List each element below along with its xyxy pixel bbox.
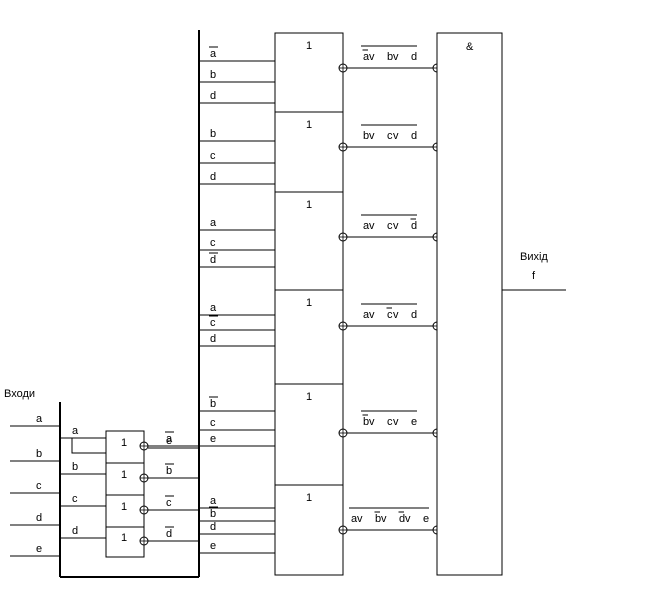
or-gate-5 (274, 484, 344, 576)
or-gate-input-label: b (210, 69, 216, 81)
or-gate-input-label: c (210, 317, 216, 329)
expression-part: v (393, 51, 399, 63)
or-gate-0 (274, 32, 344, 113)
inverter-input-label: b (72, 461, 78, 473)
or-gate-input-label: e (210, 540, 216, 552)
expression-part: v (369, 220, 375, 232)
inverter-input-label: c (72, 493, 78, 505)
or-gate-input-label: d (210, 90, 216, 102)
expression-part: b (387, 51, 393, 63)
expression-part: v (393, 309, 399, 321)
inverter-gate-3 (105, 526, 145, 558)
inverter-output-label: c (166, 497, 172, 509)
expression-part: a (363, 51, 370, 63)
or-gate-input-label: b (210, 398, 216, 410)
expression-part: c (387, 130, 393, 142)
expression-part: e (423, 513, 429, 525)
expression-part: d (411, 309, 417, 321)
inverter-gate-0 (105, 430, 145, 464)
or-gate-input-label: d (210, 521, 216, 533)
input-label-c: c (36, 480, 42, 492)
or-gate-3 (274, 289, 344, 385)
inverter-input-branch (71, 438, 106, 454)
input-label-e: e (36, 543, 42, 555)
or-gate-symbol: 1 (306, 492, 312, 504)
or-gate-input-label: a (210, 302, 217, 314)
or-gate-input-label: d (210, 171, 216, 183)
expression-part: v (369, 416, 375, 428)
expression-part: v (357, 513, 363, 525)
inputs-label: Входи (4, 388, 35, 400)
and-gate (436, 32, 503, 576)
expression-part: c (387, 309, 393, 321)
output-variable-label: f (532, 270, 536, 282)
or-gate-symbol: 1 (306, 391, 312, 403)
expression-part: v (405, 513, 411, 525)
and-gate-symbol: & (466, 41, 474, 53)
expression-part: d (411, 130, 417, 142)
expression-part: v (369, 309, 375, 321)
expression-part: c (387, 416, 393, 428)
inverter-symbol: 1 (121, 532, 127, 544)
inverter-output-label: a (166, 433, 173, 445)
inverter-symbol: 1 (121, 501, 127, 513)
expression-part: v (369, 51, 375, 63)
or-gate-input-label: c (210, 417, 216, 429)
inverter-output-label: d (166, 528, 172, 540)
or-gate-symbol: 1 (306, 119, 312, 131)
expression-part: b (363, 130, 369, 142)
output-label: Вихід (520, 251, 548, 263)
expression-part: a (363, 309, 370, 321)
or-gate-input-label: a (210, 495, 217, 507)
expression-part: v (393, 130, 399, 142)
or-gate-input-label: a (210, 48, 217, 60)
or-gate-symbol: 1 (306, 40, 312, 52)
expression-part: d (411, 220, 417, 232)
input-label-d: d (36, 512, 42, 524)
or-gate-4 (274, 383, 344, 486)
inverter-input-label: a (72, 425, 79, 437)
or-gate-input-label: d (210, 254, 216, 266)
or-gate-input-label: b (210, 128, 216, 140)
expression-part: d (411, 51, 417, 63)
expression-part: a (363, 220, 370, 232)
or-gate-1 (274, 111, 344, 193)
expression-part: v (393, 220, 399, 232)
or-gate-input-label: c (210, 150, 216, 162)
expression-part: v (381, 513, 387, 525)
or-gate-symbol: 1 (306, 297, 312, 309)
input-label-b: b (36, 448, 42, 460)
or-gate-symbol: 1 (306, 199, 312, 211)
inverter-output-label: b (166, 465, 172, 477)
or-gate-input-label: c (210, 237, 216, 249)
expression-part: c (387, 220, 393, 232)
input-label-a: a (36, 413, 43, 425)
or-gate-input-label: b (210, 508, 216, 520)
expression-part: e (411, 416, 417, 428)
inverter-symbol: 1 (121, 469, 127, 481)
inverter-symbol: 1 (121, 437, 127, 449)
pass-through-label: e (166, 435, 172, 447)
or-gate-input-label: a (210, 217, 217, 229)
expression-part: v (369, 130, 375, 142)
or-gate-2 (274, 191, 344, 291)
or-gate-input-label: e (210, 433, 216, 445)
expression-part: b (375, 513, 381, 525)
expression-part: a (351, 513, 358, 525)
inverter-input-label: d (72, 525, 78, 537)
expression-part: b (363, 416, 369, 428)
expression-part: d (399, 513, 405, 525)
expression-part: v (393, 416, 399, 428)
or-gate-input-label: d (210, 333, 216, 345)
